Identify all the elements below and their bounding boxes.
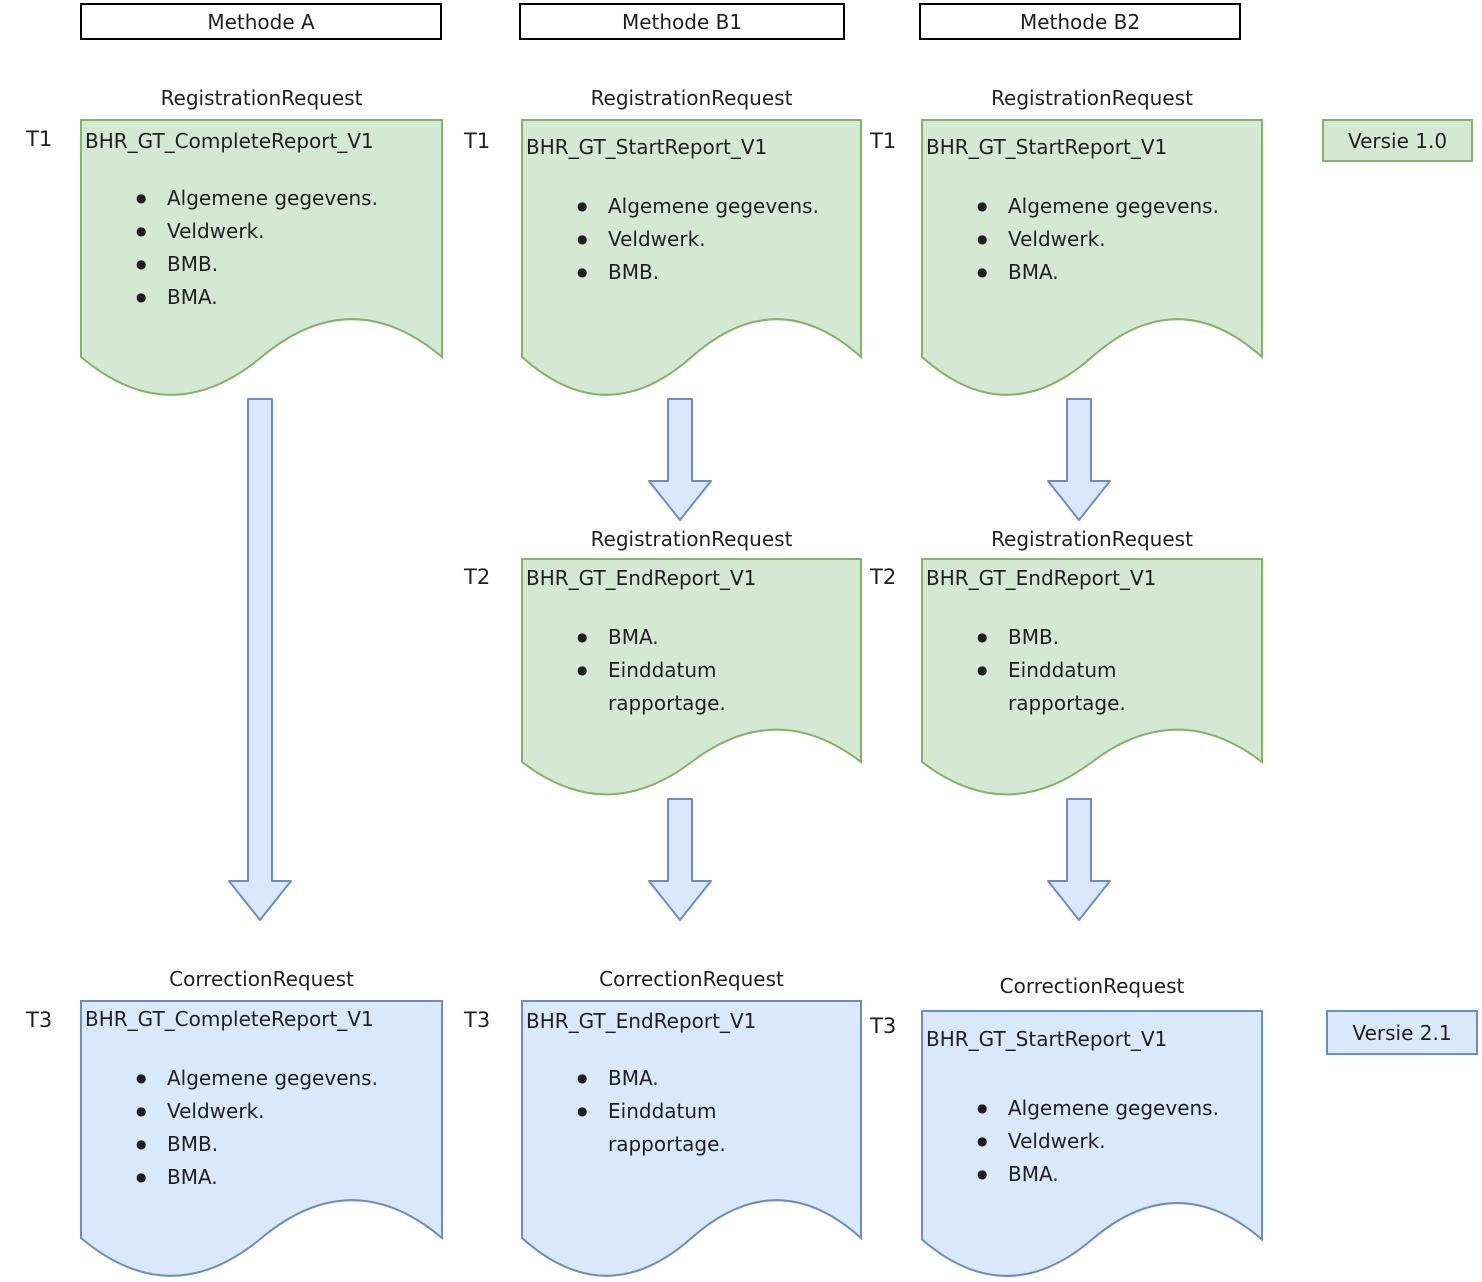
bullet-item: BMA.: [136, 1161, 443, 1194]
arrow-b1-t2-to-t3: [648, 798, 712, 921]
method-header-b2-label: Methode B2: [1019, 9, 1141, 34]
request-label-b2-t3: CorrectionRequest: [999, 974, 1185, 998]
arrow-b1-t1-to-t2: [648, 398, 712, 521]
time-marker-t2-b2: T2: [870, 565, 897, 589]
bullet-item: BMB.: [136, 248, 443, 281]
time-marker-t1-b2: T1: [870, 129, 897, 153]
request-label-b2-t2: RegistrationRequest: [991, 527, 1193, 551]
document-title: BHR_GT_EndReport_V1: [926, 566, 1157, 590]
bullet-item: Algemene gegevens.: [977, 190, 1263, 223]
document-b1-t2: BHR_GT_EndReport_V1 BMA. Einddatum rappo…: [521, 558, 862, 798]
time-marker-t1-b1: T1: [464, 129, 491, 153]
request-label-a-t1: RegistrationRequest: [160, 86, 363, 110]
time-marker-t2-b1: T2: [464, 565, 491, 589]
method-header-a: Methode A: [80, 3, 442, 40]
request-label-b1-t1: RegistrationRequest: [590, 86, 793, 110]
document-bullet-list: Algemene gegevens. Veldwerk. BMB. BMA.: [80, 182, 443, 314]
request-label-b1-t2: RegistrationRequest: [590, 527, 793, 551]
document-b1-t1: BHR_GT_StartReport_V1 Algemene gegevens.…: [521, 119, 862, 399]
document-a-t1: BHR_GT_CompleteReport_V1 Algemene gegeve…: [80, 119, 443, 399]
version-badge-2-1: Versie 2.1: [1326, 1010, 1478, 1055]
version-badge-2-1-label: Versie 2.1: [1352, 1020, 1452, 1045]
document-title: BHR_GT_EndReport_V1: [526, 1009, 757, 1033]
time-marker-t1-a: T1: [26, 127, 53, 151]
bullet-item: Einddatum rapportage.: [577, 1095, 862, 1161]
document-a-t3: BHR_GT_CompleteReport_V1 Algemene gegeve…: [80, 1000, 443, 1280]
document-title: BHR_GT_CompleteReport_V1: [85, 1007, 374, 1031]
document-b2-t2: BHR_GT_EndReport_V1 BMB. Einddatum rappo…: [921, 558, 1263, 798]
bullet-item: Veldwerk.: [977, 223, 1263, 256]
method-header-a-label: Methode A: [207, 9, 315, 34]
request-label-a-t3: CorrectionRequest: [169, 967, 354, 991]
bullet-item: BMA.: [577, 621, 862, 654]
bullet-item: Einddatum rapportage.: [977, 654, 1263, 720]
bullet-item: BMA.: [577, 1062, 862, 1095]
document-bullet-list: Algemene gegevens. Veldwerk. BMB.: [521, 190, 862, 289]
method-header-b1-label: Methode B1: [621, 9, 743, 34]
bullet-item: Algemene gegevens.: [136, 1062, 443, 1095]
version-badge-1-0-label: Versie 1.0: [1347, 128, 1448, 153]
document-bullet-list: Algemene gegevens. Veldwerk. BMB. BMA.: [80, 1062, 443, 1194]
request-label-b2-t1: RegistrationRequest: [991, 86, 1193, 110]
document-b2-t3: BHR_GT_StartReport_V1 Algemene gegevens.…: [921, 1010, 1263, 1280]
bullet-item: BMB.: [977, 621, 1263, 654]
bullet-item: BMA.: [977, 256, 1263, 289]
document-title: BHR_GT_StartReport_V1: [926, 1027, 1168, 1051]
document-b2-t1: BHR_GT_StartReport_V1 Algemene gegevens.…: [921, 119, 1263, 399]
bullet-item: Veldwerk.: [136, 215, 443, 248]
document-bullet-list: Algemene gegevens. Veldwerk. BMA.: [921, 190, 1263, 289]
bullet-item: BMB.: [136, 1128, 443, 1161]
time-marker-t3-a: T3: [26, 1008, 53, 1032]
arrow-a-t1-to-t3: [228, 398, 292, 921]
document-title: BHR_GT_EndReport_V1: [526, 566, 757, 590]
method-header-b2: Methode B2: [919, 3, 1241, 40]
bullet-item: Veldwerk.: [136, 1095, 443, 1128]
document-b1-t3: BHR_GT_EndReport_V1 BMA. Einddatum rappo…: [521, 1000, 862, 1280]
bullet-item: BMA.: [136, 281, 443, 314]
bullet-item: BMB.: [577, 256, 862, 289]
document-bullet-list: BMA. Einddatum rapportage.: [521, 621, 862, 720]
bullet-item: Algemene gegevens.: [577, 190, 862, 223]
bullet-item: Algemene gegevens.: [977, 1092, 1263, 1125]
request-label-b1-t3: CorrectionRequest: [599, 967, 784, 991]
version-badge-1-0: Versie 1.0: [1322, 119, 1473, 162]
time-marker-t3-b1: T3: [464, 1008, 491, 1032]
document-bullet-list: BMA. Einddatum rapportage.: [521, 1062, 862, 1161]
bullet-item: Veldwerk.: [577, 223, 862, 256]
document-title: BHR_GT_StartReport_V1: [526, 135, 768, 159]
method-header-b1: Methode B1: [519, 3, 845, 40]
bullet-item: Veldwerk.: [977, 1125, 1263, 1158]
document-bullet-list: Algemene gegevens. Veldwerk. BMA.: [921, 1092, 1263, 1191]
document-bullet-list: BMB. Einddatum rapportage.: [921, 621, 1263, 720]
bullet-item: BMA.: [977, 1158, 1263, 1191]
arrow-b2-t1-to-t2: [1047, 398, 1111, 521]
bullet-item: Algemene gegevens.: [136, 182, 443, 215]
arrow-b2-t2-to-t3: [1047, 798, 1111, 921]
bullet-item: Einddatum rapportage.: [577, 654, 862, 720]
document-title: BHR_GT_StartReport_V1: [926, 135, 1168, 159]
document-title: BHR_GT_CompleteReport_V1: [85, 129, 374, 153]
time-marker-t3-b2: T3: [870, 1014, 897, 1038]
